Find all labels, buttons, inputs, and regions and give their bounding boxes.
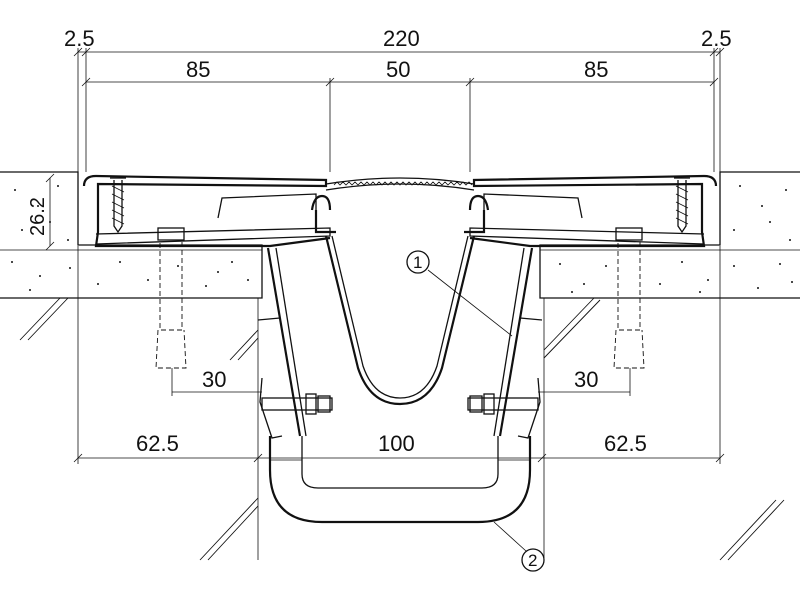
bolt-left-icon (261, 393, 333, 415)
lower-dimensions: 30 30 62.5 100 62.5 (73, 246, 725, 464)
dim-flange-left: 85 (186, 57, 210, 82)
callout-2-label: 2 (528, 551, 537, 570)
rubber-seal (324, 235, 476, 406)
hatch-right (543, 297, 785, 561)
dim-anchor-left: 30 (202, 367, 226, 392)
dim-edge-right: 2.5 (701, 26, 732, 51)
support-bracket-right (493, 247, 543, 439)
dim-flange-right: 85 (584, 57, 608, 82)
top-dimensions: 2.5 220 2.5 85 50 85 (64, 26, 732, 172)
screw-left-icon (110, 177, 126, 234)
dim-bottom-left: 62.5 (136, 431, 179, 456)
callout-1-label: 1 (413, 253, 422, 272)
dim-bottom-right: 62.5 (604, 431, 647, 456)
drainage-trough (268, 436, 532, 524)
dim-edge-left: 2.5 (64, 26, 95, 51)
height-dimension: 26.2 (27, 173, 55, 251)
anchor-bolt-left-icon (155, 227, 187, 369)
screw-right-icon (674, 177, 690, 234)
right-flange (464, 174, 718, 369)
concrete-right (539, 171, 800, 299)
dim-total-width: 220 (383, 26, 420, 51)
dim-height: 26.2 (27, 197, 49, 236)
dim-gap-center: 50 (386, 57, 410, 82)
hatch-left (19, 297, 259, 561)
callout-1: 1 (406, 250, 513, 337)
dim-bottom-center: 100 (378, 431, 415, 456)
callout-2: 2 (493, 521, 545, 572)
left-flange (82, 174, 336, 369)
support-bracket-left (257, 247, 307, 439)
center-cover-plate (325, 177, 475, 191)
bolt-right-icon (467, 393, 539, 415)
anchor-bolt-right-icon (613, 227, 645, 369)
dim-anchor-right: 30 (574, 367, 598, 392)
